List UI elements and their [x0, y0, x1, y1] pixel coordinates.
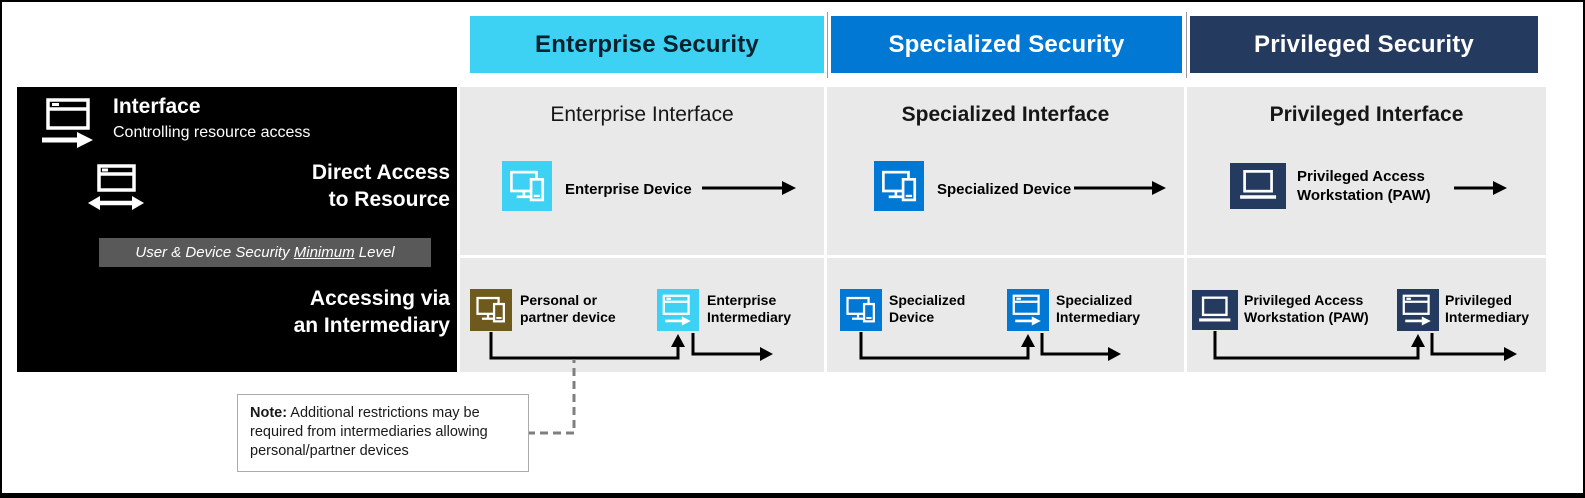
- personal-device-icon: [470, 289, 512, 331]
- paw-laptop-icon: [1230, 163, 1286, 209]
- specialized-device-icon: [874, 161, 924, 211]
- privileged-direct-cell: Privileged Interface Privileged Access W…: [1187, 87, 1546, 255]
- enterprise-security-header-label: Enterprise Security: [535, 30, 759, 58]
- minimum-level-banner: User & Device Security Minimum Level: [99, 238, 431, 267]
- privileged-security-header-label: Privileged Security: [1254, 30, 1474, 58]
- intermediary-row-title: Accessing via an Intermediary: [294, 285, 450, 339]
- note-label: Note:: [250, 405, 288, 421]
- enterprise-intermediary-icon: [657, 289, 699, 331]
- enterprise-security-header: Enterprise Security: [470, 16, 824, 73]
- direct-access-line1: Direct Access: [311, 161, 450, 184]
- enterprise-direct-cell: Enterprise Interface Enterprise Device: [460, 87, 824, 255]
- personal-device-label: Personal or partner device: [520, 292, 616, 325]
- intermediary-line1: Accessing via: [309, 287, 450, 310]
- direct-access-row-title: Direct Access to Resource: [312, 159, 450, 213]
- enterprise-intermediary-cell: Personal or partner device Enterprise In…: [460, 258, 824, 372]
- specialized-device-icon: [840, 289, 882, 331]
- window-arrow-icon: [39, 97, 97, 149]
- direct-access-line2: to Resource: [328, 188, 450, 211]
- specialized-source-label: Specialized Device: [889, 292, 966, 325]
- header-divider: [827, 12, 828, 78]
- note-text: Additional restrictions may be required …: [250, 405, 488, 459]
- enterprise-device-label: Enterprise Device: [565, 181, 692, 198]
- privileged-intermediary-cell: Privileged Access Workstation (PAW) Priv…: [1187, 258, 1546, 372]
- interface-row-title: Interface: [113, 95, 201, 118]
- privileged-intermediary-label: Privileged Intermediary: [1445, 292, 1530, 325]
- specialized-security-header: Specialized Security: [831, 16, 1182, 73]
- specialized-intermediary-icon: [1007, 289, 1049, 331]
- minimum-level-prefix: User & Device Security: [135, 244, 294, 261]
- paw-source-label: Privileged Access Workstation (PAW): [1244, 292, 1369, 325]
- privileged-interface-label: Privileged Interface: [1269, 103, 1464, 126]
- enterprise-intermediary-label: Enterprise Intermediary: [707, 292, 792, 325]
- header-divider: [1186, 12, 1187, 78]
- specialized-intermediary-label: Specialized Intermediary: [1056, 292, 1141, 325]
- specialized-security-header-label: Specialized Security: [888, 30, 1125, 58]
- specialized-direct-cell: Specialized Interface Specialized Device: [827, 87, 1184, 255]
- row-labels-panel: Interface Controlling resource access Di…: [17, 87, 457, 372]
- specialized-intermediary-cell: Specialized Device Specialized Intermedi…: [827, 258, 1184, 372]
- minimum-level-suffix: Level: [354, 244, 395, 261]
- specialized-interface-label: Specialized Interface: [901, 103, 1110, 126]
- paw-device-label: Privileged Access Workstation (PAW): [1297, 168, 1431, 204]
- intermediary-line2: an Intermediary: [293, 314, 450, 337]
- enterprise-device-icon: [502, 161, 552, 211]
- specialized-device-label: Specialized Device: [937, 181, 1072, 198]
- privileged-intermediary-icon: [1397, 289, 1439, 331]
- privileged-security-header: Privileged Security: [1190, 16, 1538, 73]
- window-double-arrow-icon: [87, 163, 145, 213]
- paw-laptop-icon: [1192, 290, 1238, 330]
- minimum-level-underlined: Minimum: [293, 244, 355, 261]
- interface-row-subtitle: Controlling resource access: [113, 124, 311, 141]
- note-box: Note: Additional restrictions may be req…: [237, 394, 529, 472]
- enterprise-interface-label: Enterprise Interface: [550, 103, 734, 126]
